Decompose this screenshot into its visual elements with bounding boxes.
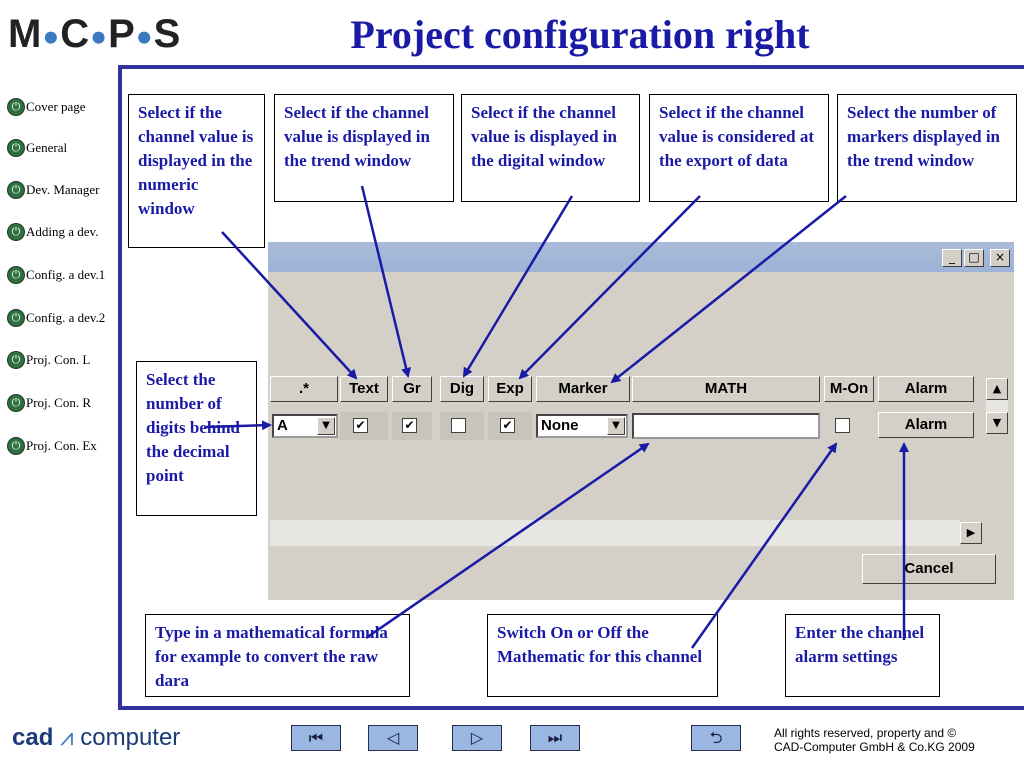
arrow-export bbox=[518, 195, 701, 380]
horizontal-scrollbar[interactable] bbox=[270, 520, 960, 546]
arrow-markers bbox=[610, 195, 847, 384]
scroll-down-button[interactable]: ▼ bbox=[986, 412, 1008, 434]
text-checkbox[interactable]: ✔ bbox=[353, 418, 368, 433]
arrow-digits bbox=[205, 420, 272, 431]
digits-select[interactable]: A ▼ bbox=[272, 414, 338, 438]
page-title: Project configuration right bbox=[350, 12, 810, 57]
dig-checkbox[interactable] bbox=[451, 418, 466, 433]
marker-select[interactable]: None ▼ bbox=[536, 414, 628, 438]
col-header-dig[interactable]: Dig bbox=[440, 376, 484, 402]
col-header-marker[interactable]: Marker bbox=[536, 376, 630, 402]
copyright-line-2: CAD-Computer GmbH & Co.KG 2009 bbox=[774, 740, 975, 754]
arrow-mon bbox=[690, 442, 838, 649]
col-header-gr[interactable]: Gr bbox=[392, 376, 432, 402]
scroll-track[interactable] bbox=[986, 400, 1008, 412]
nav-item-general[interactable]: ⏻ General bbox=[8, 140, 67, 156]
nav-item-proj-con-l[interactable]: ⏻ Proj. Con. L bbox=[8, 352, 90, 368]
note-trend-window: Select if the channel value is displayed… bbox=[274, 94, 454, 202]
minimize-button[interactable]: _ bbox=[942, 249, 962, 267]
scroll-right-button[interactable]: ▶ bbox=[960, 522, 982, 544]
math-formula-input[interactable] bbox=[632, 413, 820, 439]
note-digits: Select the number of digits behind the d… bbox=[136, 361, 257, 516]
note-digital-window: Select if the channel value is displayed… bbox=[461, 94, 640, 202]
nav-item-config-a-dev-1[interactable]: ⏻ Config. a dev.1 bbox=[8, 267, 105, 283]
logo-cad: cad bbox=[12, 724, 54, 751]
nav-item-label: Adding a dev. bbox=[26, 224, 99, 239]
mcps-logo: M●C●P●S bbox=[8, 12, 182, 56]
nav-item-config-a-dev-2[interactable]: ⏻ Config. a dev.2 bbox=[8, 310, 105, 326]
arrow-math bbox=[365, 442, 650, 640]
power-icon: ⏻ bbox=[8, 182, 24, 198]
nav-item-label: Proj. Con. R bbox=[26, 395, 92, 410]
copyright-notice: All rights reserved, property and © CAD-… bbox=[774, 726, 1014, 754]
nav-item-label: General bbox=[26, 140, 68, 155]
return-button[interactable]: ⮌ bbox=[691, 725, 741, 751]
arrow-digital bbox=[462, 195, 574, 378]
gr-checkbox[interactable]: ✔ bbox=[402, 418, 417, 433]
dropdown-arrow-icon[interactable]: ▼ bbox=[317, 417, 335, 435]
arrow-trend bbox=[360, 185, 411, 378]
maximize-button[interactable]: □ bbox=[964, 249, 984, 267]
power-icon: ⏻ bbox=[8, 438, 24, 454]
nav-item-label: Proj. Con. Ex bbox=[26, 438, 97, 453]
note-math-switch: Switch On or Off the Mathematic for this… bbox=[487, 614, 718, 697]
nav-item-label: Cover page bbox=[26, 99, 86, 114]
power-icon: ⏻ bbox=[8, 140, 24, 156]
nav-item-proj-con-r[interactable]: ⏻ Proj. Con. R bbox=[8, 395, 91, 411]
next-slide-button[interactable]: ▷ bbox=[452, 725, 502, 751]
power-icon: ⏻ bbox=[8, 99, 24, 115]
dropdown-arrow-icon[interactable]: ▼ bbox=[607, 417, 625, 435]
cad-computer-logo: cad ⩘ computer bbox=[12, 724, 180, 752]
footer-rule bbox=[118, 706, 1024, 710]
close-button[interactable]: × bbox=[990, 249, 1010, 267]
note-math-formula: Type in a mathematical formula for examp… bbox=[145, 614, 410, 697]
col-header-math[interactable]: MATH bbox=[632, 376, 820, 402]
sidebar-rule bbox=[118, 65, 122, 710]
first-slide-button[interactable]: ⏮ bbox=[291, 725, 341, 751]
col-header-digits[interactable]: .* bbox=[270, 376, 338, 402]
arrow-numeric bbox=[221, 231, 358, 380]
copyright-line-1: All rights reserved, property and © bbox=[774, 726, 957, 740]
col-header-alarm[interactable]: Alarm bbox=[878, 376, 974, 402]
note-markers: Select the number of markers displayed i… bbox=[837, 94, 1017, 202]
nav-item-label: Config. a dev.1 bbox=[26, 267, 106, 282]
alarm-button[interactable]: Alarm bbox=[878, 412, 974, 438]
digits-select-value: A bbox=[277, 417, 288, 434]
previous-slide-button[interactable]: ◁ bbox=[368, 725, 418, 751]
scroll-up-button[interactable]: ▲ bbox=[986, 378, 1008, 400]
nav-item-label: Dev. Manager bbox=[26, 182, 100, 197]
mon-checkbox[interactable] bbox=[835, 418, 850, 433]
col-header-exp[interactable]: Exp bbox=[488, 376, 532, 402]
last-slide-button[interactable]: ⏭ bbox=[530, 725, 580, 751]
logo-wave-icon: ⩘ bbox=[60, 724, 74, 751]
nav-item-label: Config. a dev.2 bbox=[26, 310, 106, 325]
header-rule bbox=[120, 65, 1024, 69]
note-numeric-window: Select if the channel value is displayed… bbox=[128, 94, 265, 248]
col-header-text[interactable]: Text bbox=[340, 376, 388, 402]
power-icon: ⏻ bbox=[8, 352, 24, 368]
marker-select-value: None bbox=[541, 417, 579, 434]
power-icon: ⏻ bbox=[8, 267, 24, 283]
exp-checkbox[interactable]: ✔ bbox=[500, 418, 515, 433]
power-icon: ⏻ bbox=[8, 395, 24, 411]
note-export: Select if the channel value is considere… bbox=[649, 94, 829, 202]
col-header-mon[interactable]: M-On bbox=[824, 376, 874, 402]
cancel-button[interactable]: Cancel bbox=[862, 554, 996, 584]
power-icon: ⏻ bbox=[8, 224, 24, 240]
nav-item-dev-manager[interactable]: ⏻ Dev. Manager bbox=[8, 182, 100, 198]
power-icon: ⏻ bbox=[8, 310, 24, 326]
nav-item-adding-a-dev[interactable]: ⏻ Adding a dev. bbox=[8, 224, 98, 240]
note-alarm: Enter the channel alarm settings bbox=[785, 614, 940, 697]
nav-item-cover-page[interactable]: ⏻ Cover page bbox=[8, 99, 86, 115]
nav-item-proj-con-ex[interactable]: ⏻ Proj. Con. Ex bbox=[8, 438, 97, 454]
nav-item-label: Proj. Con. L bbox=[26, 352, 91, 367]
logo-computer: computer bbox=[80, 724, 181, 751]
